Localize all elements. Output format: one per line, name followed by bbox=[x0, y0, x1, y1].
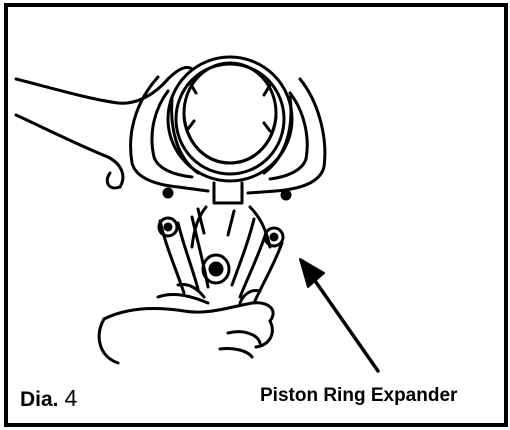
diagram-frame: Dia. 4 Piston Ring Expander bbox=[4, 3, 508, 427]
right-hand bbox=[99, 285, 273, 364]
figure-label-number: 4 bbox=[65, 385, 78, 411]
piston-ring-expander-illustration bbox=[8, 7, 504, 423]
part-callout-label: Piston Ring Expander bbox=[260, 385, 457, 407]
piston bbox=[184, 63, 276, 163]
callout-arrow bbox=[300, 259, 378, 371]
figure-label: Dia. 4 bbox=[20, 385, 77, 412]
figure-label-prefix: Dia. bbox=[20, 388, 59, 411]
